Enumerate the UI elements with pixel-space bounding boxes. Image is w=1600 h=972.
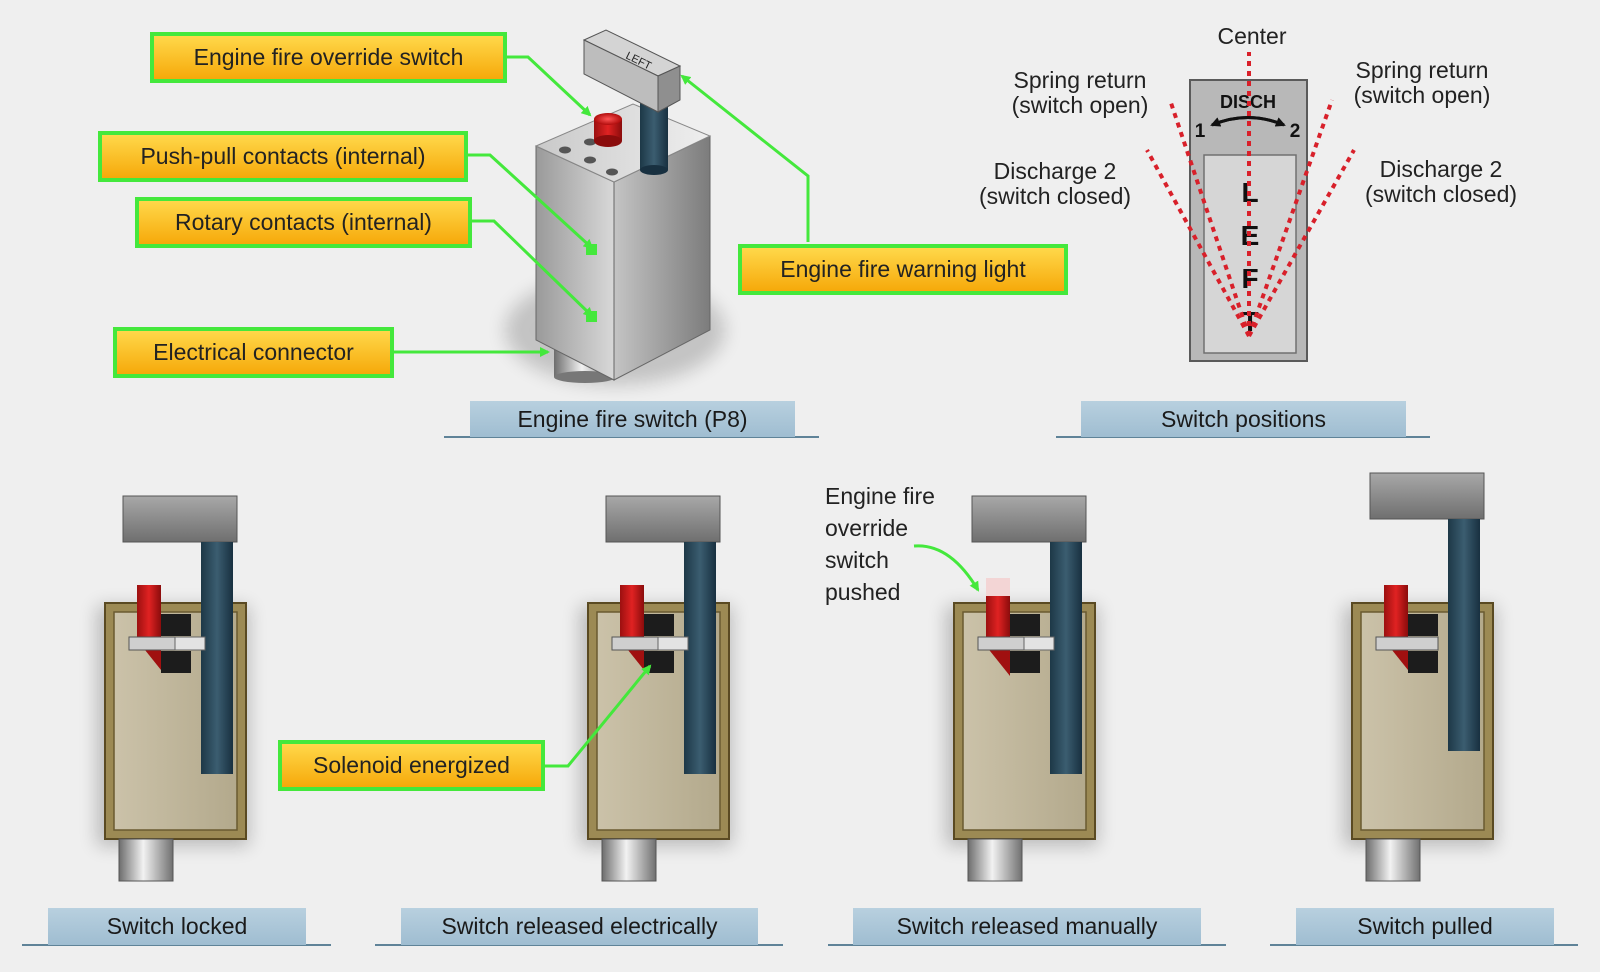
discharge-left-line1: Discharge 2 [993,158,1117,184]
annotation-line1: Engine fire [825,483,935,509]
discharge-left-line2: (switch closed) [978,183,1132,209]
leader-override [507,55,592,117]
discharge-right: Discharge 2 (switch closed) [1346,157,1536,207]
switch-positions-panel: DISCH 1 2 L E F T [1145,52,1356,362]
label-push-pull-contacts: Push-pull contacts (internal) [98,131,468,182]
leader-override-pushed [913,544,980,592]
leader-lines-top [394,55,810,357]
caption-underline [828,944,1226,946]
position-1-label: 1 [1195,121,1206,142]
engine-fire-switch-3d: LEFT [505,29,725,385]
caption-switch-positions: Switch positions [1081,401,1406,437]
label-warning-light: Engine fire warning light [738,244,1068,295]
push-pull-marker-icon [586,244,597,255]
label-solenoid-energized: Solenoid energized [278,740,545,791]
rotary-marker-icon [586,311,597,322]
caption-switch-released-manually: Switch released manually [853,908,1201,945]
caption-underline [1056,436,1430,438]
caption-underline [375,944,783,946]
leader-warning-light [680,74,810,242]
discharge-right-line2: (switch closed) [1364,181,1518,207]
caption-switch-released-electrically: Switch released electrically [401,908,758,945]
spring-right-line [1247,99,1334,337]
position-dashed-lines [1145,52,1356,337]
cutaway-switch-pulled [1344,472,1496,882]
rotation-arrow-back-icon [1210,116,1285,127]
position-center-label: Center [1217,23,1287,49]
label-override-switch: Engine fire override switch [150,32,507,83]
leader-rotary [472,219,594,318]
leader-solenoid [545,664,652,768]
caption-underline [1270,944,1578,946]
label-rotary-contacts: Rotary contacts (internal) [135,197,472,248]
cutaway-switch-released-manually [946,495,1098,882]
leader-push-pull [468,153,594,250]
spring-left-line2: (switch open) [1011,92,1149,118]
annotation-line2: override [825,515,909,541]
caption-switch-pulled: Switch pulled [1296,908,1554,945]
spring-right-line2: (switch open) [1353,82,1491,108]
caption-underline [444,436,819,438]
spring-left-line [1168,99,1251,337]
caption-switch-locked: Switch locked [48,908,306,945]
spring-left-line1: Spring return [1013,67,1147,93]
spring-return-right: Spring return (switch open) [1332,58,1512,108]
cutaway-switch-locked [97,495,249,882]
annotation-override-pushed: Engine fire override switch pushed [825,480,975,608]
annotation-line3: switch [825,547,889,573]
discharge-left: Discharge 2 (switch closed) [960,159,1150,209]
label-electrical-connector: Electrical connector [113,327,394,378]
caption-engine-fire-switch-p8: Engine fire switch (P8) [470,401,795,437]
cutaway-switch-released-electrically [580,495,732,882]
caption-underline [22,944,331,946]
pull-handle-icon: LEFT [582,29,682,175]
spring-right-line1: Spring return [1355,57,1489,83]
handle-letter: F [1241,263,1258,294]
discharge-right-line1: Discharge 2 [1379,156,1503,182]
position-2-label: 2 [1290,121,1301,142]
override-button-icon [594,113,622,147]
annotation-line4: pushed [825,579,901,605]
spring-return-left: Spring return (switch open) [990,68,1170,118]
